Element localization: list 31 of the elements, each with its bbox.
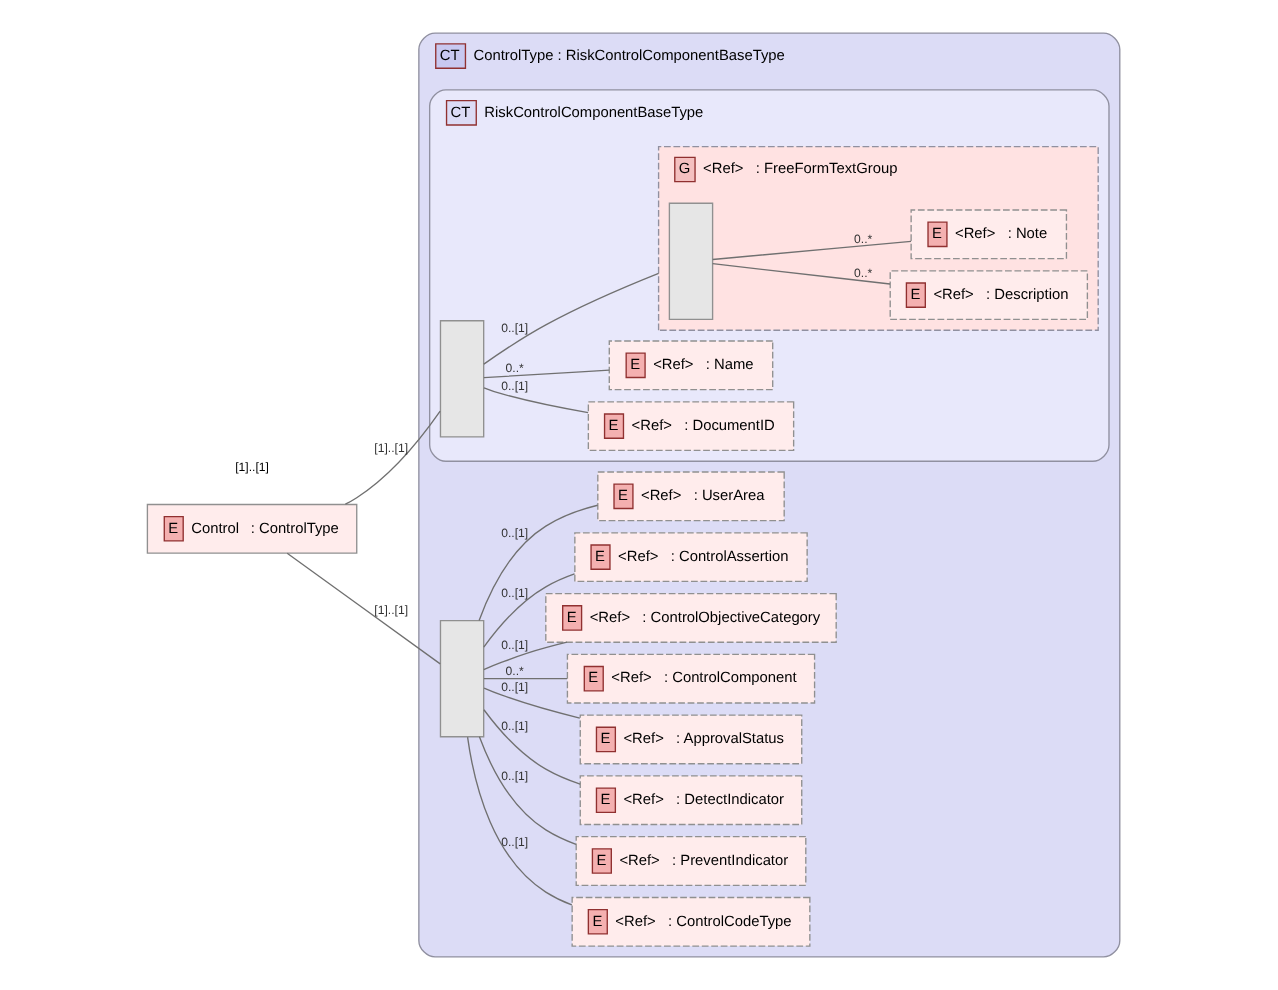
node-box: E <Ref> : DocumentID [587, 401, 795, 452]
connector [483, 369, 610, 379]
node-box: E <Ref> : Note [910, 209, 1068, 260]
connector [344, 410, 441, 505]
node-box: E <Ref> : ControlAssertion [574, 532, 808, 583]
connector [483, 687, 581, 719]
connector [483, 641, 568, 671]
node-box: E <Ref> : ControlObjectiveCategory [545, 592, 837, 643]
node-box: E <Ref> : ApprovalStatus [579, 714, 803, 765]
node-box: E <Ref> : Name [608, 340, 774, 391]
connector [483, 573, 576, 648]
node-box: E <Ref> : ControlCodeType [571, 896, 811, 947]
node-box: E <Ref> : DetectIndicator [579, 775, 803, 826]
connector [711, 263, 891, 285]
node-box [668, 202, 714, 321]
connector [483, 678, 568, 680]
node-box: E Control : ControlType [146, 503, 358, 554]
connector [483, 709, 581, 785]
connector [711, 240, 912, 261]
connector [483, 387, 589, 414]
node-box [439, 320, 485, 438]
connector [466, 736, 573, 906]
connector [286, 552, 441, 665]
node-box: E <Ref> : ControlComponent [566, 653, 816, 704]
node-box [439, 619, 485, 738]
connector [478, 504, 599, 622]
node-box: E <Ref> : UserArea [597, 471, 785, 522]
connector [483, 272, 660, 365]
node-box: E <Ref> : PreventIndicator [575, 836, 807, 886]
node-box: E <Ref> : Description [889, 270, 1089, 321]
connector [478, 736, 577, 846]
